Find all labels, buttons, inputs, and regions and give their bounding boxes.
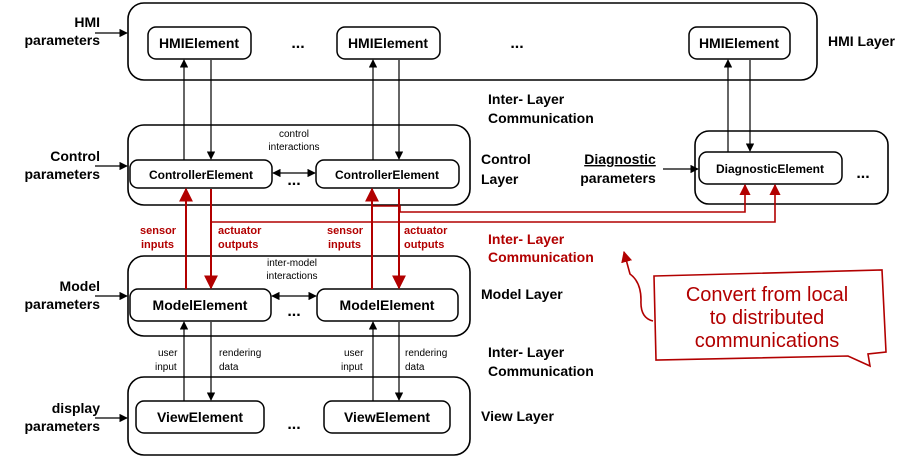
hmi-element-label-3: HMIElement: [699, 35, 779, 51]
model-input-label-1: Model: [60, 278, 100, 294]
inter-layer-label-3b: Communication: [488, 363, 594, 379]
rendering-data-label-1a: rendering: [219, 348, 261, 359]
view-element-box-1: [135, 400, 265, 434]
hmi-ellipsis-2: ...: [510, 35, 523, 52]
control-input-label-2: parameters: [25, 166, 101, 182]
model-element-box-2: [316, 288, 459, 322]
sensor-inputs-label-1b: inputs: [141, 239, 174, 251]
model-element-box-1: [129, 288, 272, 322]
hmi-element-label-2: HMIElement: [348, 35, 428, 51]
view-layer-label: View Layer: [481, 408, 554, 424]
control-interactions-label-2: interactions: [268, 142, 319, 153]
view-element-label-1: ViewElement: [157, 409, 243, 425]
hmi-layer-box: [127, 2, 818, 81]
inter-layer-label-2a: Inter- Layer: [488, 231, 565, 247]
control-layer-label-1: Control: [481, 151, 531, 167]
control-interactions-label-1: control: [279, 129, 309, 140]
hmi-element-box-2: [336, 26, 441, 60]
callout-pointer: [621, 250, 654, 322]
diagnostic-link-2: [210, 183, 781, 223]
inter-layer-label-1a: Inter- Layer: [488, 91, 565, 107]
hmi-input-label-1: HMI: [74, 14, 100, 30]
inter-layer-label-2b: Communication: [488, 249, 594, 265]
model-layer-label: Model Layer: [481, 286, 563, 302]
rendering-data-label-2b: data: [405, 362, 425, 373]
hmi-input-label-2: parameters: [25, 32, 101, 48]
user-input-label-1a: user: [158, 348, 178, 359]
sensor-inputs-label-1a: sensor: [140, 225, 177, 237]
controller-element-label-2: ControllerElement: [335, 168, 439, 182]
controller-element-box-1: [129, 159, 273, 189]
control-ellipsis: ...: [287, 172, 300, 189]
model-element-label-1: ModelElement: [153, 297, 248, 313]
user-input-label-2b: input: [341, 362, 363, 373]
callout-line-1: Convert from local: [686, 284, 848, 306]
control-input-label-1: Control: [50, 148, 100, 164]
diagnostic-element-label: DiagnosticElement: [716, 162, 824, 176]
model-ellipsis: ...: [287, 303, 300, 320]
hmi-layer-label: HMI Layer: [828, 33, 895, 49]
display-input-label-2: parameters: [25, 418, 101, 434]
diagnostic-input-label-1: Diagnostic: [584, 151, 656, 167]
user-input-label-1b: input: [155, 362, 177, 373]
inter-layer-label-1b: Communication: [488, 110, 594, 126]
view-element-label-2: ViewElement: [344, 409, 430, 425]
callout-line-3: communications: [695, 330, 840, 352]
inter-layer-label-3a: Inter- Layer: [488, 344, 565, 360]
user-input-label-2a: user: [344, 348, 364, 359]
display-input-label-1: display: [52, 400, 100, 416]
controller-element-box-2: [315, 159, 460, 189]
hmi-element-box-1: [147, 26, 252, 60]
model-element-label-2: ModelElement: [340, 297, 435, 313]
model-interactions-label-1: inter-model: [267, 258, 317, 269]
rendering-data-label-1b: data: [219, 362, 239, 373]
actuator-outputs-label-2a: actuator: [404, 225, 448, 237]
callout-box: [653, 269, 887, 368]
hmi-ellipsis-1: ...: [291, 35, 304, 52]
diagnostic-input-label-2: parameters: [580, 170, 656, 186]
sensor-inputs-label-2b: inputs: [328, 239, 361, 251]
actuator-outputs-label-2b: outputs: [404, 239, 444, 251]
callout-line-2: to distributed: [710, 307, 825, 329]
model-interactions-label-2: interactions: [266, 271, 317, 282]
diagnostic-ellipsis: ...: [856, 165, 869, 182]
actuator-outputs-label-1b: outputs: [218, 239, 258, 251]
actuator-outputs-label-1a: actuator: [218, 225, 262, 237]
diagnostic-link-1: [371, 183, 751, 213]
model-input-label-2: parameters: [25, 296, 101, 312]
hmi-element-box-3: [688, 26, 791, 60]
controller-element-label-1: ControllerElement: [149, 168, 253, 182]
sensor-inputs-label-2a: sensor: [327, 225, 364, 237]
control-layer-label-2: Layer: [481, 171, 519, 187]
hmi-element-label-1: HMIElement: [159, 35, 239, 51]
view-element-box-2: [323, 400, 451, 434]
rendering-data-label-2a: rendering: [405, 348, 447, 359]
view-ellipsis: ...: [287, 416, 300, 433]
